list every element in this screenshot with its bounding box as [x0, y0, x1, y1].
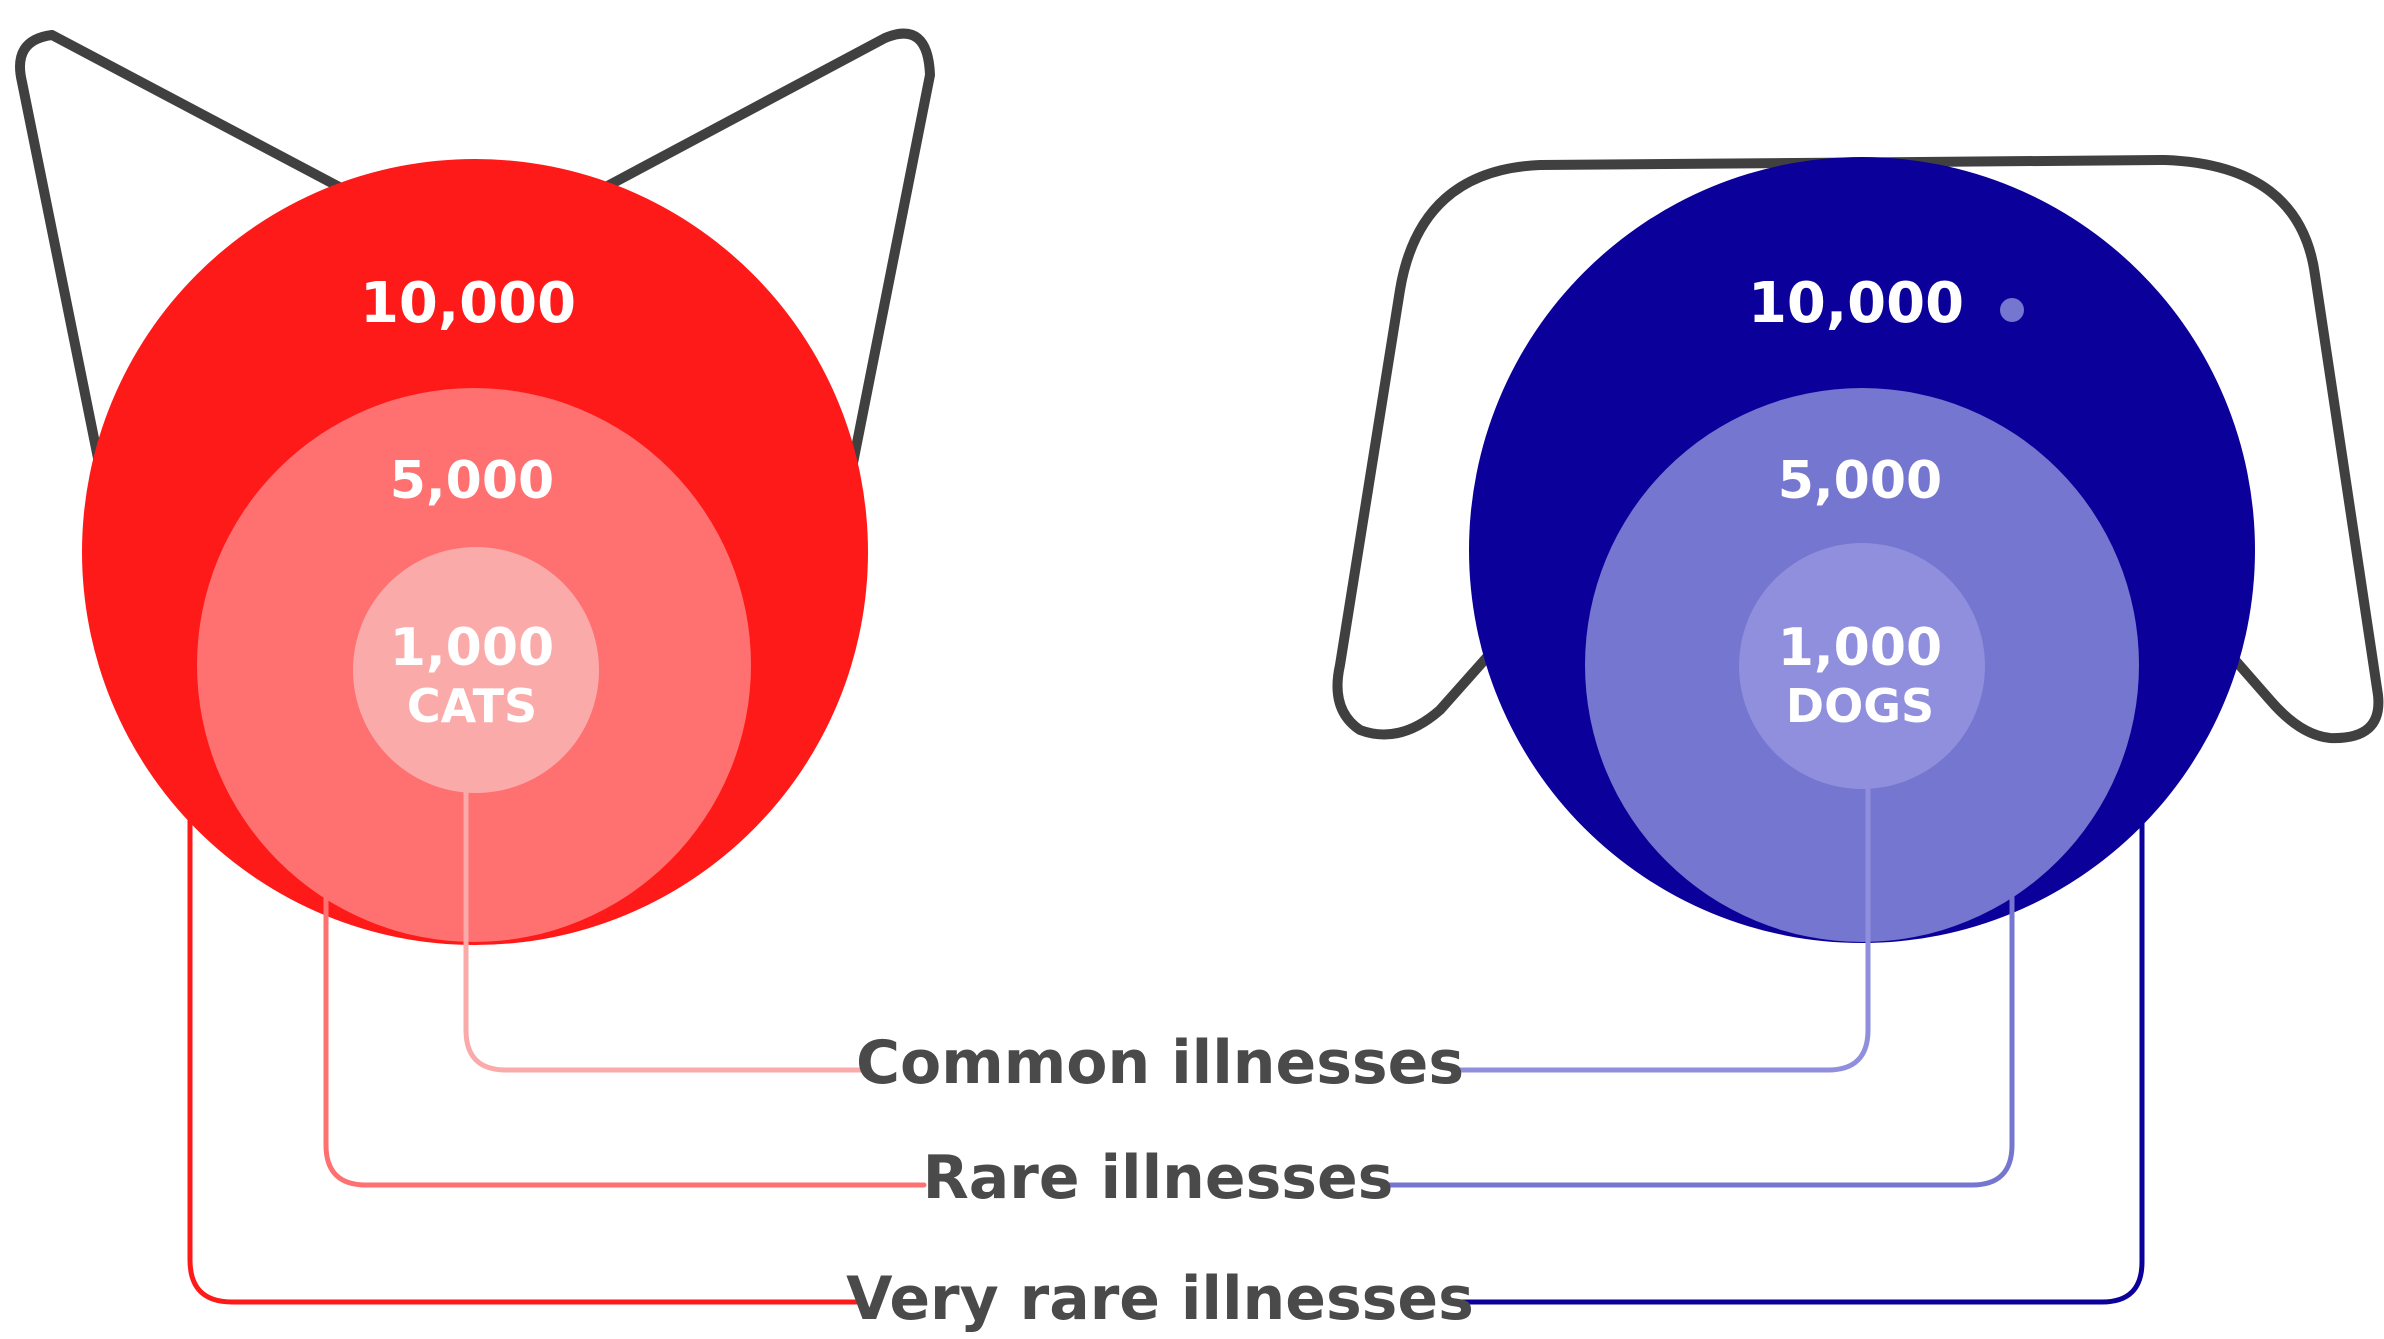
cat-animal-label: CATS: [407, 679, 537, 733]
dog-group: 10,000 5,000 1,000 DOGS: [1338, 157, 2379, 943]
very-rare-illnesses-label: Very rare illnesses: [846, 1264, 1474, 1334]
dog-rare-dot: [2000, 476, 2024, 500]
cat-outer-value: 10,000: [360, 271, 576, 336]
rare-illnesses-label: Rare illnesses: [923, 1143, 1394, 1213]
cat-rare-dot: [314, 473, 338, 497]
dog-very-rare-dot: [2000, 298, 2024, 322]
cat-group: 10,000 5,000 1,000 CATS: [20, 34, 930, 945]
dog-middle-value: 5,000: [1778, 451, 1942, 511]
dog-animal-label: DOGS: [1786, 679, 1934, 733]
category-labels: Common illnesses Rare illnesses Very rar…: [846, 1028, 1474, 1334]
cat-inner-value: 1,000: [390, 618, 554, 678]
cat-very-rare-dot: [313, 291, 337, 315]
dog-outer-value: 10,000: [1748, 271, 1964, 336]
dog-inner-value: 1,000: [1778, 618, 1942, 678]
cat-middle-value: 5,000: [390, 451, 554, 511]
common-illnesses-label: Common illnesses: [856, 1028, 1464, 1098]
